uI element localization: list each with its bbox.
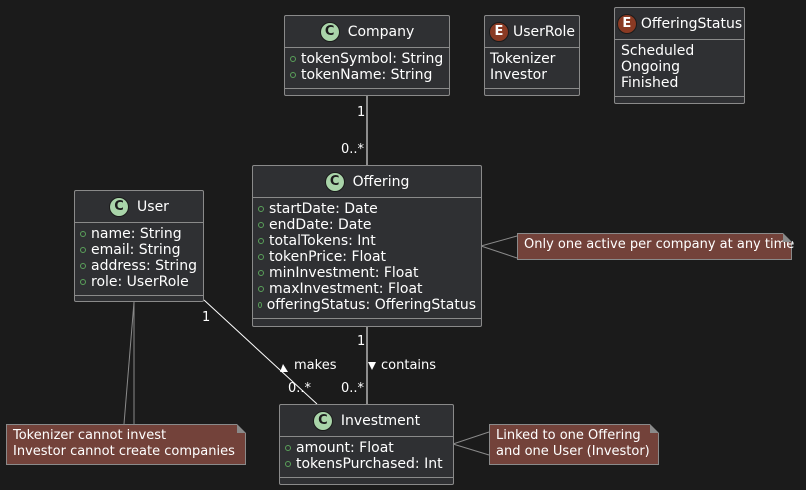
public-visibility-icon <box>258 302 262 308</box>
enum-e-icon: E <box>488 21 509 42</box>
multiplicity-label: 0..* <box>288 381 312 396</box>
public-visibility-icon <box>258 238 264 244</box>
public-visibility-icon <box>258 206 264 212</box>
attribute-list: name: String email: String address: Stri… <box>75 223 203 296</box>
multiplicity-label: 0..* <box>341 381 365 396</box>
attribute: tokensPurchased: Int <box>285 456 448 472</box>
attribute: minInvestment: Float <box>258 265 476 281</box>
enum-name: OfferingStatus <box>640 15 743 32</box>
class-name: User <box>137 198 169 215</box>
enum-e-icon: E <box>616 13 637 34</box>
class-user[interactable]: C User name: String email: String addres… <box>74 190 204 302</box>
public-visibility-icon <box>258 270 264 276</box>
enum-value: Scheduled <box>621 43 695 59</box>
class-investment[interactable]: C Investment amount: Float tokensPurchas… <box>279 404 454 485</box>
attribute-list: amount: Float tokensPurchased: Int <box>280 437 453 478</box>
attribute-list: startDate: Date endDate: Date totalToken… <box>253 198 481 319</box>
enum-header: E OfferingStatus <box>615 8 744 40</box>
note-line: Only one active per company at any time <box>524 237 795 252</box>
attribute: name: String <box>80 226 198 242</box>
note-investment[interactable]: Linked to one Offering and one User (Inv… <box>489 424 659 465</box>
note-line: Investor cannot create companies <box>13 444 235 459</box>
public-visibility-icon <box>80 279 86 285</box>
attribute: offeringStatus: OfferingStatus <box>258 297 476 313</box>
user-investment-line <box>203 299 318 405</box>
attribute: address: String <box>80 258 198 274</box>
multiplicity-label: 1 <box>357 334 366 349</box>
enum-value: Finished <box>621 75 679 91</box>
public-visibility-icon <box>285 445 291 451</box>
class-c-icon: C <box>109 196 130 217</box>
attribute: email: String <box>80 242 198 258</box>
contains-arrow-icon <box>368 362 376 370</box>
class-header: C Offering <box>253 166 481 198</box>
attribute: tokenName: String <box>290 67 444 83</box>
class-name: Offering <box>352 173 410 190</box>
attribute: amount: Float <box>285 440 448 456</box>
note-line: Tokenizer cannot invest <box>13 428 167 443</box>
note-line: Linked to one Offering <box>496 428 641 443</box>
relation-label-makes: makes <box>294 358 337 373</box>
public-visibility-icon <box>80 263 86 269</box>
class-offering[interactable]: C Offering startDate: Date endDate: Date… <box>252 165 482 327</box>
multiplicity-label: 1 <box>202 310 211 325</box>
class-c-icon: C <box>324 171 345 192</box>
attribute-list: tokenSymbol: String tokenName: String <box>285 48 449 89</box>
attribute: totalTokens: Int <box>258 233 476 249</box>
public-visibility-icon <box>290 72 296 78</box>
attribute: endDate: Date <box>258 217 476 233</box>
class-header: C Company <box>285 16 449 48</box>
enum-value: Tokenizer <box>490 51 556 67</box>
enum-userrole[interactable]: E UserRole Tokenizer Investor <box>484 15 580 96</box>
enum-value: Investor <box>490 67 548 83</box>
class-name: Investment <box>340 412 421 429</box>
enum-values: Scheduled Ongoing Finished <box>615 40 744 97</box>
enum-header: E UserRole <box>485 16 579 48</box>
note-user[interactable]: Tokenizer cannot invest Investor cannot … <box>6 424 246 465</box>
note-line: and one User (Investor) <box>496 444 650 459</box>
public-visibility-icon <box>285 461 291 467</box>
enum-value: Ongoing <box>621 59 680 75</box>
attribute: maxInvestment: Float <box>258 281 476 297</box>
enum-name: UserRole <box>512 23 576 40</box>
enum-values: Tokenizer Investor <box>485 48 579 89</box>
public-visibility-icon <box>258 286 264 292</box>
attribute: tokenPrice: Float <box>258 249 476 265</box>
class-name: Company <box>347 23 415 40</box>
note-offering[interactable]: Only one active per company at any time <box>517 233 795 260</box>
public-visibility-icon <box>258 254 264 260</box>
multiplicity-label: 1 <box>357 105 366 120</box>
class-c-icon: C <box>319 21 340 42</box>
public-visibility-icon <box>80 231 86 237</box>
public-visibility-icon <box>290 56 296 62</box>
makes-arrow-icon <box>280 364 288 372</box>
relation-label-contains: contains <box>381 358 437 373</box>
public-visibility-icon <box>80 247 86 253</box>
attribute: tokenSymbol: String <box>290 51 444 67</box>
public-visibility-icon <box>258 222 264 228</box>
class-c-icon: C <box>312 410 333 431</box>
attribute: startDate: Date <box>258 201 476 217</box>
multiplicity-label: 0..* <box>341 142 365 157</box>
class-header: C User <box>75 191 203 223</box>
class-company[interactable]: C Company tokenSymbol: String tokenName:… <box>284 15 450 96</box>
class-header: C Investment <box>280 405 453 437</box>
attribute: role: UserRole <box>80 274 198 290</box>
enum-offeringstatus[interactable]: E OfferingStatus Scheduled Ongoing Finis… <box>614 7 745 104</box>
